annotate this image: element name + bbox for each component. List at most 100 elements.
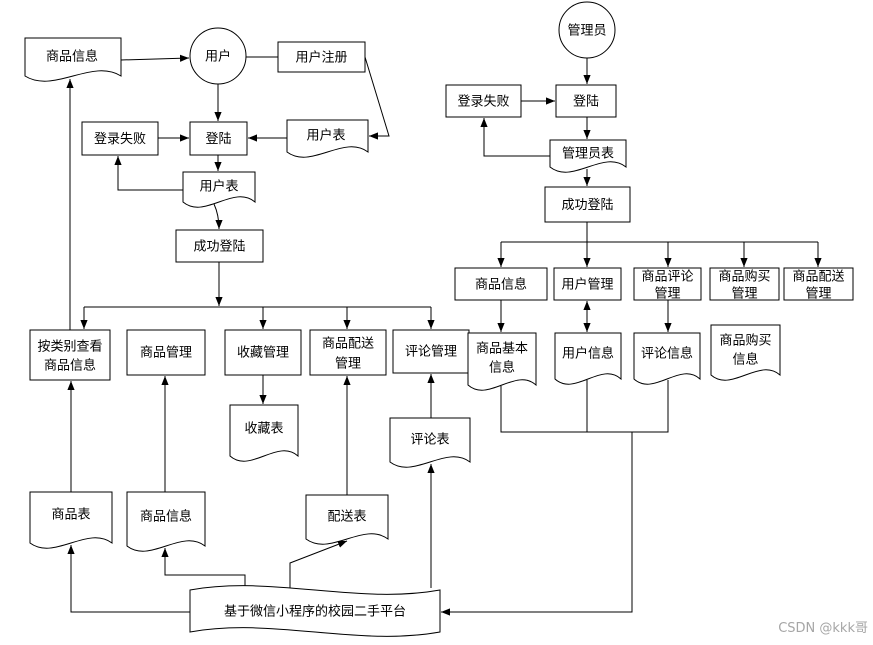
watermark-text: CSDN @kkk哥 <box>778 621 868 636</box>
browse-by-category-label-line1: 按类别查看 <box>37 339 102 354</box>
arrow-admin-stores-to-platform <box>441 432 633 616</box>
user-table-document-2: 用户表 <box>182 171 256 208</box>
admin-product-info-box <box>454 267 548 301</box>
register-box <box>277 41 366 73</box>
login-failed-box <box>81 121 159 156</box>
platform-node: 基于微信小程序的校园二手平台 <box>189 585 441 637</box>
document-shape <box>126 491 206 552</box>
admin-review-management-box <box>633 267 702 301</box>
admin-product-info-node: 商品信息 <box>454 267 548 301</box>
arrow-user-table-to-login-failed <box>114 156 183 191</box>
login-success-box <box>175 229 264 263</box>
document-shape <box>467 332 537 391</box>
product-info-document: 商品信息 <box>24 37 122 82</box>
purchase-info-label-line1: 商品购买 <box>719 333 771 348</box>
arrow-admin-table-to-login-failed <box>480 118 550 157</box>
platform-label: 基于微信小程序的校园二手平台 <box>224 604 406 619</box>
product-info-store-label: 商品信息 <box>140 509 192 524</box>
favorites-table-label: 收藏表 <box>244 421 283 436</box>
admin-login-box <box>555 84 617 118</box>
review-management-node: 评论管理 <box>392 329 470 374</box>
purchase-info-label-line2: 信息 <box>732 352 758 367</box>
product-management-label: 商品管理 <box>140 345 192 360</box>
delivery-management-box <box>309 329 387 376</box>
product-basic-info-label-line2: 信息 <box>489 360 515 375</box>
arrow-user-table-to-login-success <box>213 203 223 230</box>
document-shape <box>389 417 471 468</box>
login-label: 登陆 <box>205 131 231 146</box>
admin-side: 管理员 登陆 登录失败 管理员表 成功登陆 商品信息 用户管理 商 <box>445 1 854 391</box>
admin-login-success-node: 成功登陆 <box>544 186 631 223</box>
arrow-platform-to-product-info <box>161 548 246 586</box>
purchase-management-label-line1: 商品购买 <box>718 269 770 284</box>
admin-review-management-label-line2: 管理 <box>654 286 680 301</box>
document-shape <box>633 332 701 385</box>
login-box <box>189 121 248 156</box>
login-success-label: 成功登陆 <box>193 239 245 254</box>
user-table-2-label: 用户表 <box>199 179 238 194</box>
arrow-platform-to-product-table <box>67 545 190 613</box>
admin-stores-bus <box>500 380 669 433</box>
admin-login-failed-node: 登录失败 <box>445 84 522 118</box>
favorites-table-document: 收藏表 <box>229 404 299 462</box>
delivery-management-label-line1: 商品配送 <box>322 336 374 351</box>
delivery-management-label-line2: 管理 <box>335 356 361 371</box>
admin-review-management-node: 商品评论 管理 <box>633 267 702 301</box>
user-circle <box>189 27 247 85</box>
user-side: 商品信息 用户 用户注册 登陆 用户表 登录失败 用户表 成功登陆 <box>24 27 471 552</box>
admin-product-info-label: 商品信息 <box>475 277 527 292</box>
user-table-1-label: 用户表 <box>306 128 345 143</box>
document-shape <box>29 491 113 549</box>
browse-by-category-box <box>29 329 111 381</box>
purchase-management-label-line2: 管理 <box>731 286 757 301</box>
user-management-label: 用户管理 <box>561 277 613 292</box>
user-node: 用户 <box>189 27 247 85</box>
favorites-management-box <box>224 329 302 376</box>
review-management-label: 评论管理 <box>405 344 457 359</box>
platform-tape-shape <box>189 585 441 637</box>
arrow-register-to-user-table <box>364 56 390 140</box>
admin-login-label: 登陆 <box>573 94 599 109</box>
user-management-node: 用户管理 <box>553 267 622 301</box>
document-shape <box>24 37 122 82</box>
document-shape <box>286 119 369 158</box>
favorites-management-node: 收藏管理 <box>224 329 302 376</box>
purchase-management-node: 商品购买 管理 <box>709 267 780 301</box>
arrow-product-info-to-user <box>120 54 190 62</box>
document-shape <box>549 139 627 173</box>
document-shape <box>229 404 299 462</box>
admin-review-management-label-line1: 商品评论 <box>641 269 693 284</box>
admin-delivery-management-node: 商品配送 管理 <box>783 267 854 301</box>
login-failed-node: 登录失败 <box>81 121 159 156</box>
delivery-table-label: 配送表 <box>327 509 366 524</box>
review-info-label: 评论信息 <box>641 346 693 361</box>
product-management-node: 商品管理 <box>126 329 206 376</box>
document-shape <box>305 494 389 545</box>
delivery-table-document: 配送表 <box>305 494 389 545</box>
admin-login-success-label: 成功登陆 <box>561 197 613 212</box>
document-shape <box>182 171 256 208</box>
user-info-document: 用户信息 <box>554 332 622 385</box>
admin-login-node: 登陆 <box>555 84 617 118</box>
login-node: 登陆 <box>189 121 248 156</box>
user-label: 用户 <box>205 49 231 64</box>
review-table-document: 评论表 <box>389 417 471 468</box>
purchase-management-box <box>709 267 780 301</box>
user-table-document-1: 用户表 <box>286 119 369 158</box>
admin-delivery-management-label-line2: 管理 <box>805 286 831 301</box>
product-management-box <box>126 329 206 376</box>
product-info-store-document: 商品信息 <box>126 491 206 552</box>
review-management-box <box>392 329 470 374</box>
user-management-box <box>553 267 622 301</box>
product-basic-info-label-line1: 商品基本 <box>476 341 528 356</box>
admin-login-success-box <box>544 186 631 223</box>
arrow-platform-to-delivery-table <box>289 540 348 588</box>
browse-by-category-label-line2: 商品信息 <box>44 358 96 373</box>
admin-table-label: 管理员表 <box>562 146 614 161</box>
document-shape <box>554 332 622 385</box>
register-label: 用户注册 <box>295 50 347 65</box>
admin-label: 管理员 <box>567 23 606 38</box>
purchase-info-document: 商品购买 信息 <box>710 324 781 381</box>
admin-circle <box>558 1 616 59</box>
